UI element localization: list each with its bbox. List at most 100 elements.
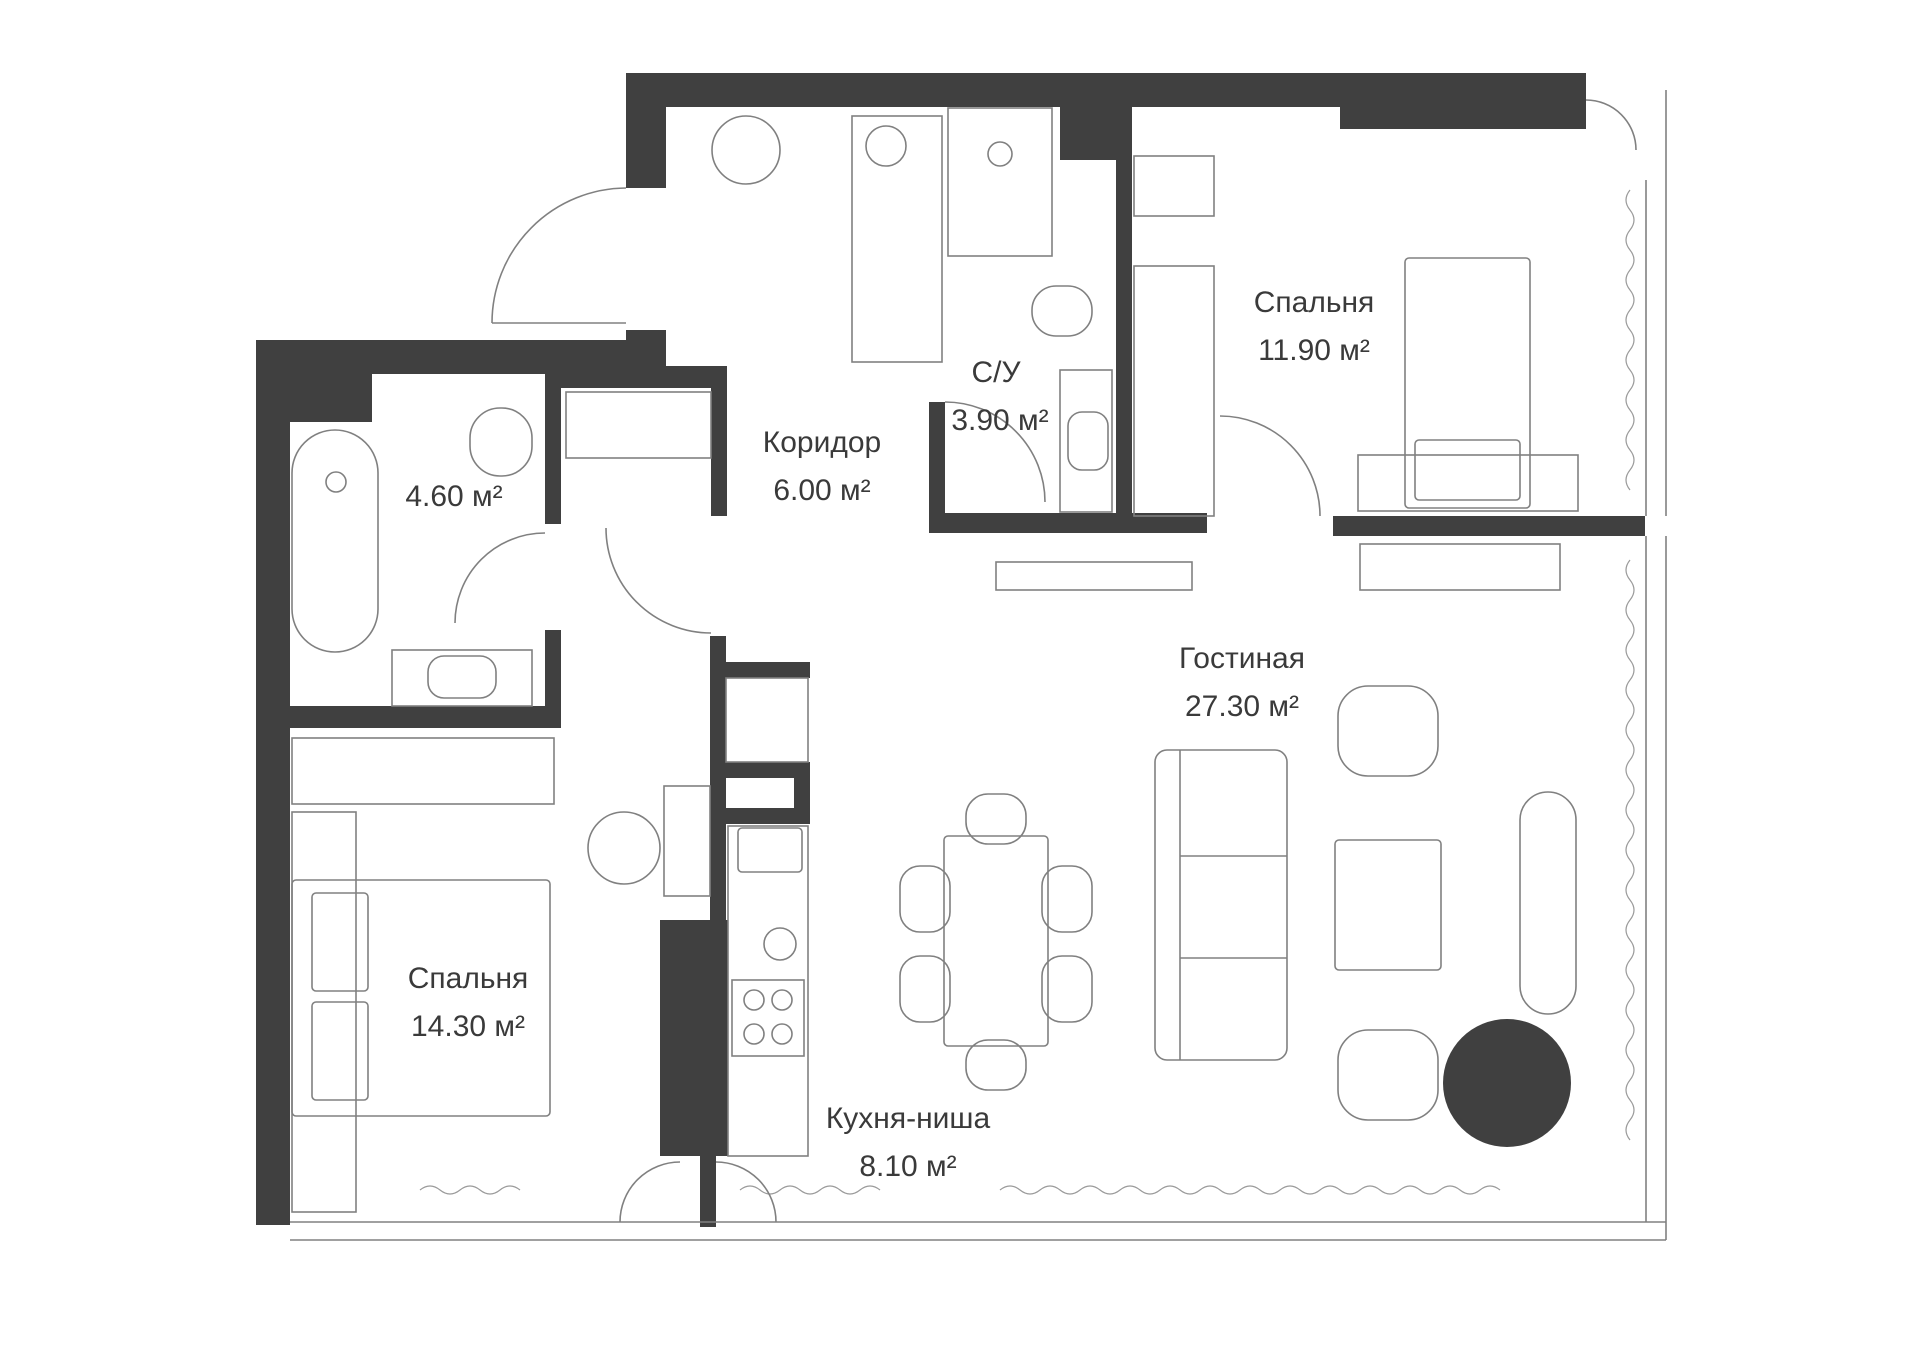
corridor-area: 6.00 м² (773, 474, 870, 507)
wc-name: С/У (971, 356, 1021, 389)
bathroom-sink-icon (427, 655, 497, 699)
bedroom-door-arc (605, 527, 712, 634)
bedroom-nightstand-strip (291, 811, 357, 1213)
kitchen-hob (731, 979, 805, 1057)
bedroom-large-area: 14.30 м² (411, 1010, 525, 1043)
wall-kitchen-column (660, 920, 728, 1156)
bedroom-pillow-1 (311, 892, 369, 992)
wall-closet-top (561, 366, 711, 388)
window-door-arc (1585, 99, 1637, 151)
bathtub-drain-icon (325, 471, 347, 493)
bathroom-area: 4.60 м² (405, 480, 502, 513)
wc-sink-counter (1059, 369, 1113, 513)
bedroom-pillow-2 (311, 1001, 369, 1101)
bath-door-arc (454, 532, 546, 624)
bedroom2-door-arc (1219, 415, 1321, 517)
window-frames (290, 90, 1667, 1241)
wall-balcony-divider (700, 1155, 716, 1227)
curtain-bedroom2 (1625, 189, 1635, 491)
wc-sink-icon (1067, 411, 1109, 471)
curtain-living-right (1625, 559, 1635, 1141)
wall-bedroom2-bottom (1333, 516, 1645, 536)
bedroom2-bed (1404, 257, 1531, 509)
bedroom-small-name: Спальня (1254, 286, 1375, 319)
dining-chair-left-1 (899, 865, 951, 933)
hob-burner-1-icon (743, 989, 765, 1011)
wall-shaft-top (1060, 100, 1116, 160)
kitchen-area: 8.10 м² (859, 1150, 956, 1183)
kitchen-fixtures (663, 677, 809, 1157)
bedroom2-radiator (1359, 543, 1561, 591)
dining-chair-top (965, 793, 1027, 845)
column-round (1443, 1019, 1571, 1147)
bedroom-large-name: Спальня (408, 962, 529, 995)
bedroom-wardrobe (291, 737, 555, 805)
washer-icon (865, 125, 907, 167)
sofa (1154, 749, 1288, 1061)
bedroom-stool-icon (587, 811, 661, 885)
curtain-living (999, 1185, 1501, 1195)
corridor-name: Коридор (763, 426, 881, 459)
entrance-door-arc (491, 187, 627, 324)
living-area: 27.30 м² (1185, 690, 1299, 723)
wc-fixtures (947, 107, 1113, 513)
bedroom2-fixtures (995, 155, 1579, 591)
dining-table (943, 835, 1049, 1047)
wall-left (256, 340, 290, 1225)
bedroom2-wardrobe (1133, 265, 1215, 517)
wall-entrance-left (626, 73, 666, 188)
wall-wc-left (929, 402, 945, 532)
dining-chair-left-2 (899, 955, 951, 1023)
balcony-door-arc-1 (619, 1161, 681, 1223)
living-bench (995, 561, 1193, 591)
corridor-closet (565, 391, 712, 459)
bedroom-bed (291, 879, 551, 1117)
dining-chair-right-1 (1041, 865, 1093, 933)
wall-bath-block (290, 374, 372, 422)
wall-top-right (1340, 73, 1586, 129)
bedroom2-desk-icon (1133, 155, 1215, 217)
wall-kitchen-shaft-bottom (726, 808, 810, 824)
bathtub (291, 429, 379, 653)
shower-tray (947, 107, 1053, 257)
bathroom-sink-counter (391, 649, 533, 707)
living-name: Гостиная (1179, 642, 1305, 675)
dining-chair-right-2 (1041, 955, 1093, 1023)
wall-kitchen-left (710, 636, 726, 920)
bedroom-small-area: 11.90 м² (1258, 334, 1370, 367)
kitchen-appliance-icon (763, 927, 797, 961)
armchair-top (1337, 685, 1439, 777)
wc-area: 3.90 м² (951, 404, 1048, 437)
coffee-table (1334, 839, 1442, 971)
hob-burner-2-icon (771, 989, 793, 1011)
kitchen-name: Кухня-ниша (826, 1102, 991, 1135)
living-furniture (899, 685, 1577, 1121)
bedroom-fixtures (291, 737, 661, 1213)
curtain-kitchen (739, 1185, 881, 1195)
hob-burner-3-icon (743, 1023, 765, 1045)
curtain-bedroom (419, 1185, 521, 1195)
dining-chair-bottom (965, 1039, 1027, 1091)
hall-stool-icon (711, 115, 781, 185)
balcony-door-arc-2 (715, 1161, 777, 1223)
bathroom-fixtures (291, 115, 943, 707)
wall-bath-bottom (290, 706, 560, 728)
kitchen-sink-icon (737, 827, 803, 873)
wall-kitchen-shaft-mid (726, 762, 810, 778)
armchair-bottom (1337, 1029, 1439, 1121)
walls (256, 73, 1645, 1227)
wc-toilet-icon (1031, 285, 1093, 337)
toilet-icon (469, 407, 533, 477)
kitchen-oven (663, 785, 711, 897)
wc-door-arc (944, 401, 1046, 503)
hob-burner-4-icon (771, 1023, 793, 1045)
wall-wc-bottom (929, 513, 1207, 533)
wall-wc-right (1116, 100, 1132, 533)
room-labels: 4.60 м² Коридор 6.00 м² С/У 3.90 м² Спал… (405, 286, 1374, 1183)
wall-bath-right-top (545, 374, 561, 524)
wall-kitchen-shaft-top (726, 662, 810, 678)
laundry-closet (851, 115, 943, 363)
bedroom2-pillow (1414, 439, 1521, 501)
tv-console (1519, 791, 1577, 1015)
